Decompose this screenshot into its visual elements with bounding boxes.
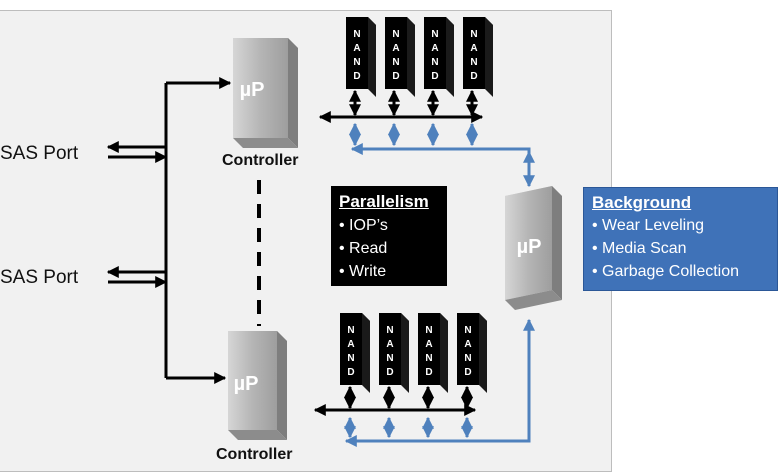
nand-chip <box>457 313 487 393</box>
top-background-bus <box>349 122 535 188</box>
nand-chip <box>424 17 454 97</box>
nand-letter: N <box>386 353 393 364</box>
bottom-controller-chip <box>228 331 287 440</box>
top-controller-chip <box>233 38 298 148</box>
nand-letter: N <box>431 29 438 40</box>
nand-letter: N <box>353 29 360 40</box>
background-item: • Wear Leveling <box>592 217 705 234</box>
nand-letter: N <box>347 353 354 364</box>
nand-letter: A <box>431 43 438 54</box>
nand-letter: A <box>464 339 471 350</box>
nand-letter: D <box>386 367 393 378</box>
bottom-controller-chip-label: µP <box>234 373 259 395</box>
top-controller-chip-label: µP <box>240 79 265 101</box>
nand-letter: D <box>353 71 360 82</box>
nand-letter: A <box>470 43 477 54</box>
nand-chip <box>385 17 415 97</box>
nand-letter: N <box>425 325 432 336</box>
top-nand-bus <box>318 89 484 123</box>
nand-letter: N <box>425 353 432 364</box>
sas-port-arrows <box>106 141 168 288</box>
nand-letter: N <box>392 29 399 40</box>
nand-letter: D <box>392 71 399 82</box>
nand-letter: A <box>347 339 354 350</box>
background-processor-chip <box>505 186 562 310</box>
nand-chip <box>340 313 370 393</box>
nand-chip <box>418 313 448 393</box>
background-box: Background • Wear Leveling • Media Scan … <box>583 187 778 291</box>
nand-letter: N <box>470 57 477 68</box>
nand-chip <box>346 17 376 97</box>
controller-bus <box>164 77 232 384</box>
bottom-controller-label: Controller <box>216 446 293 463</box>
nand-letter: D <box>470 71 477 82</box>
parallelism-item: • IOP’s <box>339 217 388 234</box>
sas-port-label-top: SAS Port <box>0 143 79 164</box>
nand-chips-top <box>346 17 493 97</box>
nand-letter: D <box>464 367 471 378</box>
background-chip-label: µP <box>517 236 542 258</box>
nand-letter: N <box>431 57 438 68</box>
nand-chip <box>463 17 493 97</box>
nand-letter: A <box>425 339 432 350</box>
nand-letter: N <box>386 325 393 336</box>
nand-letter: A <box>392 43 399 54</box>
parallelism-box: Parallelism • IOP’s • Read • Write <box>331 186 447 286</box>
background-item: • Garbage Collection <box>592 263 740 280</box>
top-controller-label: Controller <box>222 152 299 169</box>
nand-letter: N <box>392 57 399 68</box>
nand-letter: A <box>386 339 393 350</box>
nand-letter: D <box>431 71 438 82</box>
nand-chip <box>379 313 409 393</box>
nand-letter: N <box>347 325 354 336</box>
nand-letter: N <box>353 57 360 68</box>
parallelism-item: • Read <box>339 240 388 257</box>
background-item: • Media Scan <box>592 240 687 257</box>
nand-letter: N <box>470 29 477 40</box>
bottom-nand-bus <box>313 385 477 416</box>
nand-letter: D <box>425 367 432 378</box>
nand-letter: D <box>347 367 354 378</box>
nand-letter: A <box>353 43 360 54</box>
nand-letter: N <box>464 353 471 364</box>
bottom-background-bus <box>344 318 535 447</box>
background-title: Background <box>592 193 692 212</box>
nand-letter: N <box>464 325 471 336</box>
parallelism-title: Parallelism <box>339 192 429 211</box>
sas-port-label-bottom: SAS Port <box>0 267 79 288</box>
parallelism-item: • Write <box>339 263 387 280</box>
